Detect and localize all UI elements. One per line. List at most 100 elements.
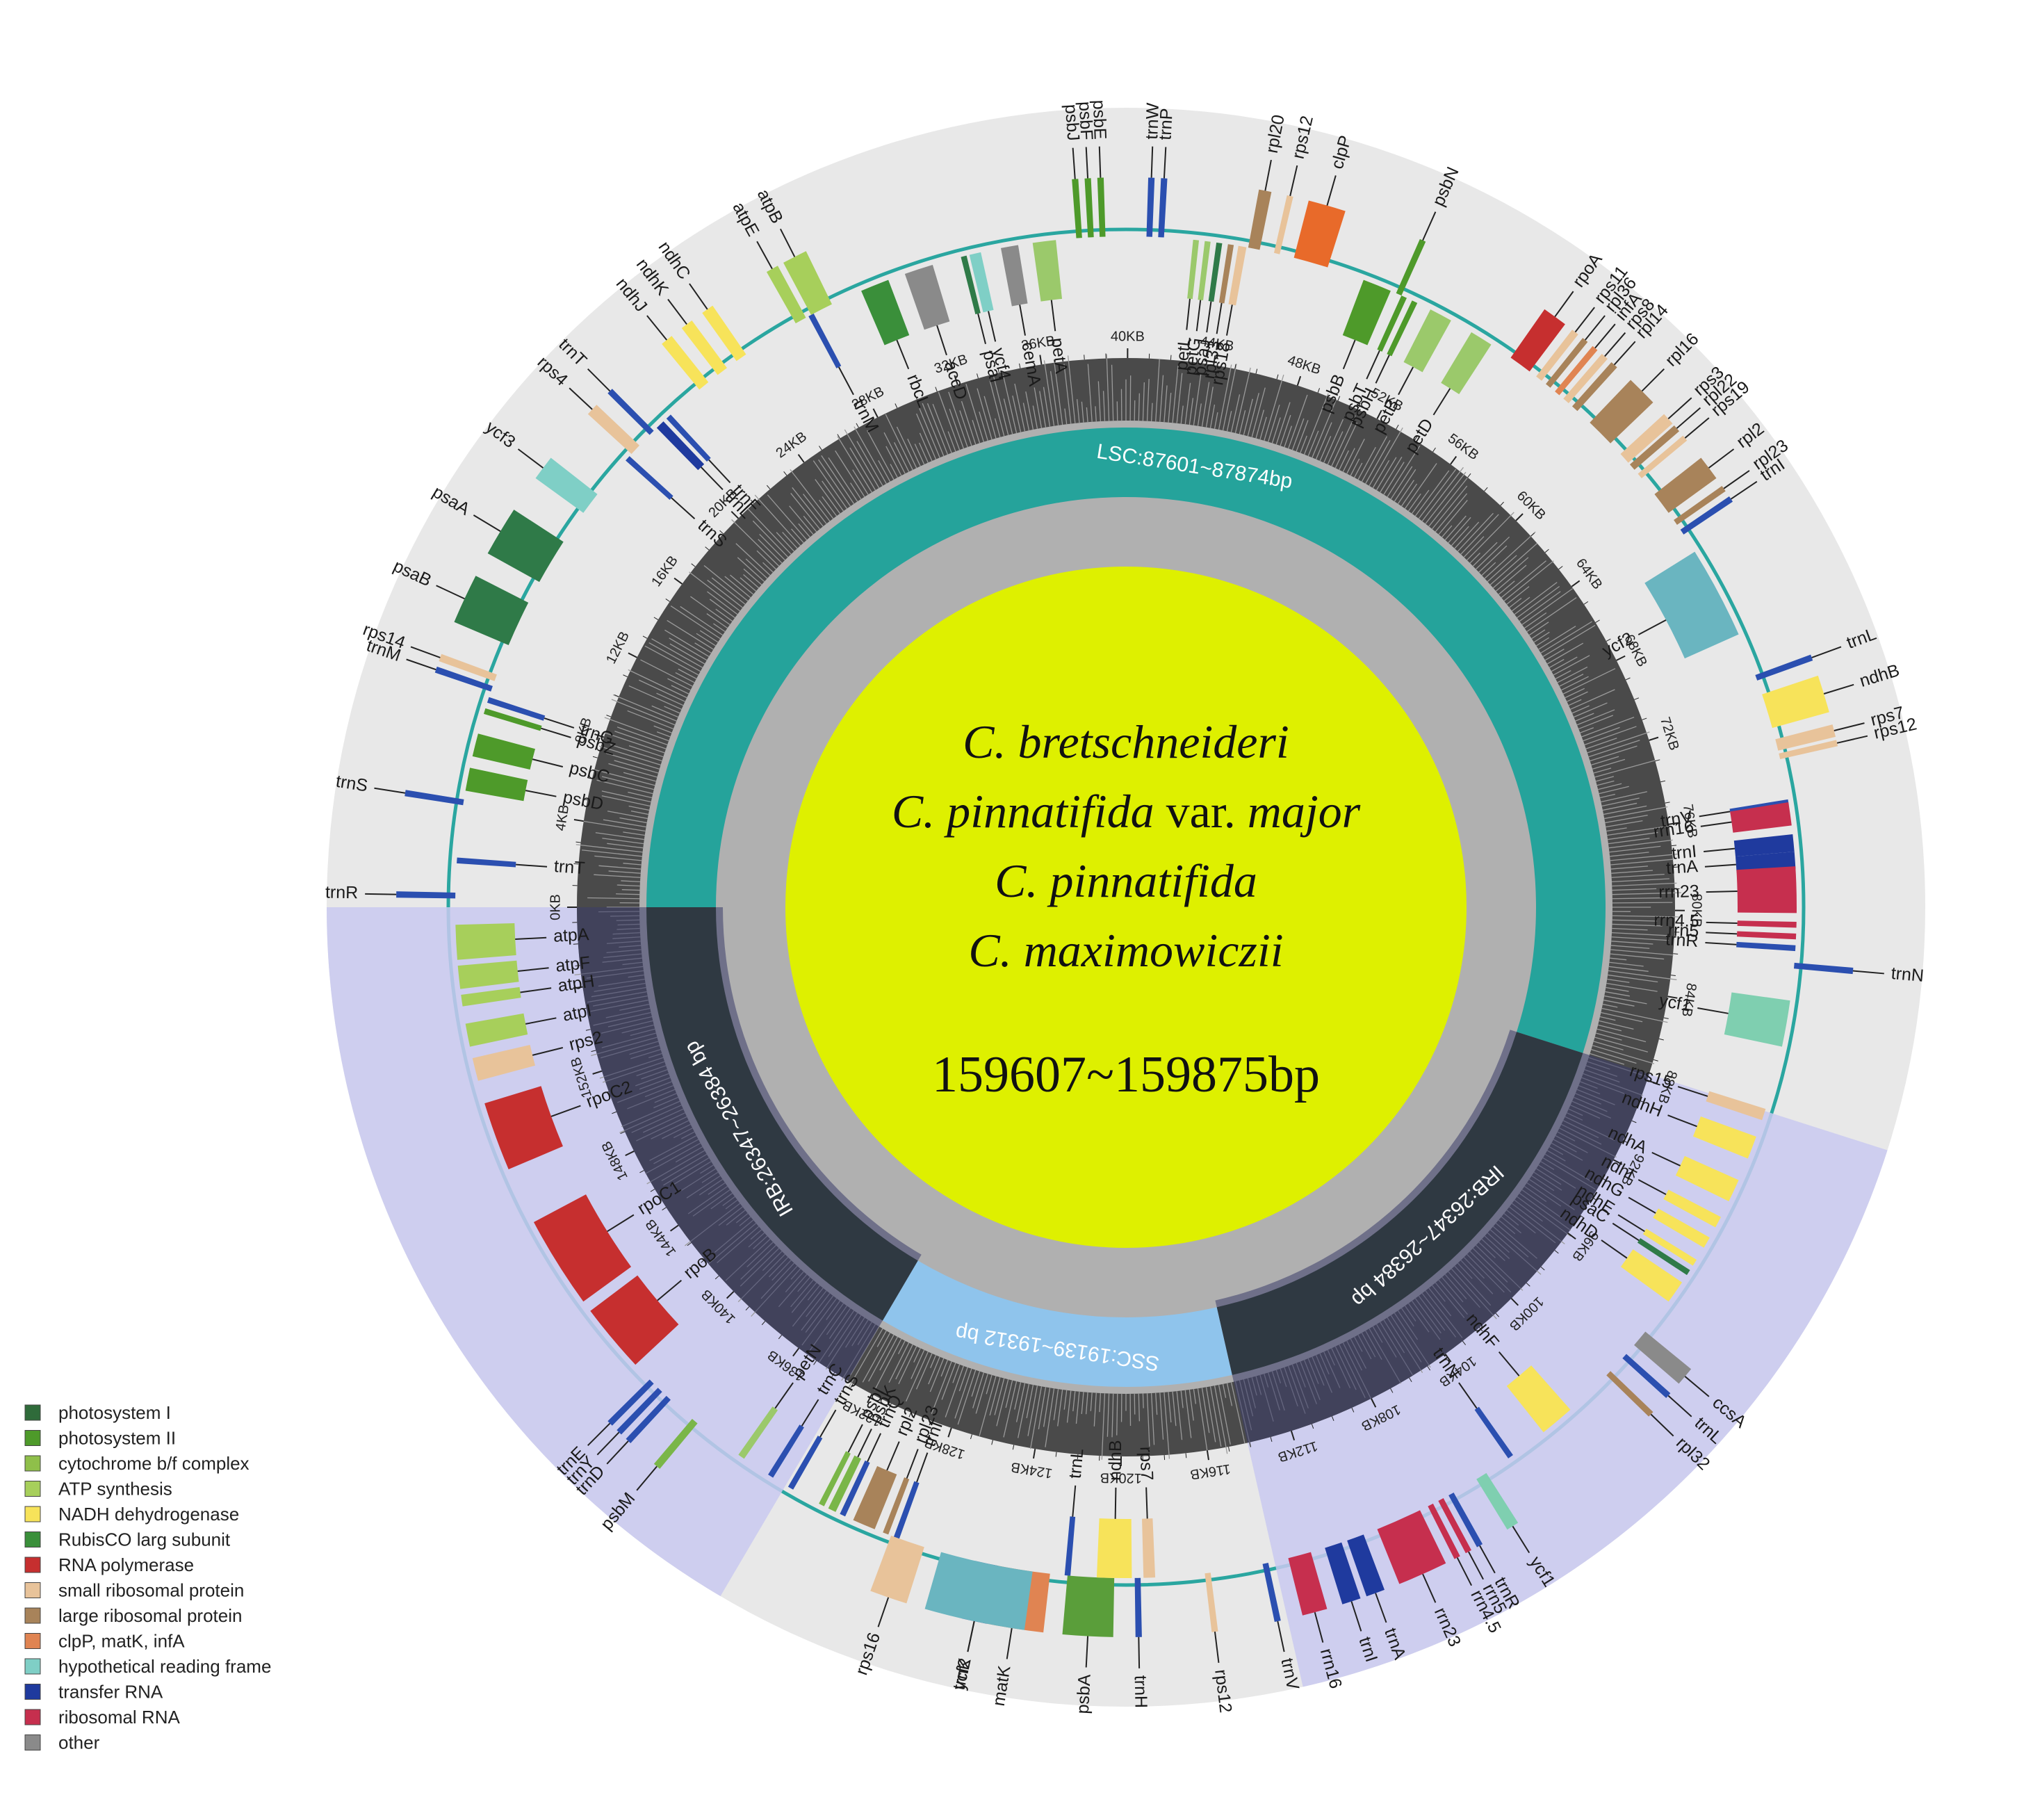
gc-bar <box>954 1368 972 1419</box>
gc-bar <box>627 710 673 730</box>
gene-block-psaB <box>454 576 529 645</box>
gc-bar <box>1501 560 1546 599</box>
gc-bar <box>1611 936 1669 941</box>
gc-bar <box>1460 514 1499 555</box>
gene-leader <box>1667 1395 1692 1417</box>
gene-leader <box>1723 470 1750 489</box>
scale-tick <box>665 599 670 602</box>
gc-bar <box>1503 560 1554 601</box>
gene-block-atpE <box>766 266 806 324</box>
legend-swatch <box>24 1709 41 1725</box>
scale-tick <box>1510 1298 1519 1306</box>
region-ssc <box>882 1260 1232 1388</box>
gc-bar <box>1442 525 1453 538</box>
gc-bar <box>1394 469 1416 502</box>
gc-bar <box>1327 431 1344 465</box>
scale-tick <box>792 1347 800 1357</box>
scale-tick <box>687 1242 692 1246</box>
gc-bar <box>1243 398 1253 435</box>
gene-block-psbB <box>1342 279 1391 346</box>
gene-leader <box>1708 448 1735 469</box>
gc-bar <box>1209 404 1216 428</box>
gc-bar <box>1567 691 1588 702</box>
gc-bar <box>1514 582 1558 615</box>
gene-leader <box>1206 301 1212 333</box>
gc-bar <box>1230 1382 1246 1444</box>
gene-leader <box>1705 941 1737 945</box>
gc-bar <box>1604 995 1647 1005</box>
gc-bar <box>1595 776 1615 782</box>
gene-leader <box>1432 388 1451 416</box>
scale-tick <box>856 423 859 428</box>
gene-block-trnM <box>434 666 493 692</box>
gene-leader <box>1700 821 1732 827</box>
gc-bar <box>1601 1011 1643 1023</box>
gc-bar <box>1372 460 1390 489</box>
legend-label: clpP, matK, infA <box>58 1630 185 1651</box>
gene-leader <box>1730 480 1758 500</box>
gene-leader <box>636 1465 658 1491</box>
gene-label: petA <box>1047 336 1071 375</box>
gc-bar <box>1053 359 1063 425</box>
gc-bar <box>731 519 780 567</box>
gc-bar <box>862 1332 891 1383</box>
gc-bar <box>874 1338 902 1390</box>
gc-bar <box>972 420 981 444</box>
gc-bar <box>1414 470 1450 517</box>
scale-tick <box>997 368 999 373</box>
gc-bar <box>1590 1053 1625 1065</box>
gc-bar <box>1542 624 1596 658</box>
gc-bar <box>1275 402 1291 445</box>
gene-leader <box>779 228 796 257</box>
gc-bar <box>1142 382 1145 421</box>
gc-bar <box>1176 1391 1183 1440</box>
gc-bar <box>1487 555 1517 583</box>
gene-leader <box>1186 298 1191 330</box>
gc-bar <box>776 532 795 552</box>
gc-bar <box>947 431 956 452</box>
gc-bar <box>1138 1393 1141 1422</box>
scale-tick <box>1658 1038 1664 1041</box>
scale-tick <box>1427 1365 1431 1371</box>
gene-block-trnN <box>1793 962 1854 975</box>
gene-block-rps15 <box>1706 1091 1766 1121</box>
gc-bar <box>1095 406 1097 422</box>
gc-bar <box>791 528 804 544</box>
gc-bar <box>1050 371 1059 425</box>
gc-bar <box>689 571 741 612</box>
gc-bar <box>656 692 684 706</box>
scale-tick <box>691 563 696 567</box>
gene-leader <box>1050 300 1056 332</box>
gene-label: psbF <box>1075 101 1097 140</box>
gc-bar <box>1193 1389 1197 1404</box>
legend-swatch <box>24 1557 41 1573</box>
gc-bar <box>1608 970 1677 980</box>
gene-block-rrn5 <box>1736 931 1797 940</box>
gene-leader <box>1138 1636 1141 1668</box>
gc-bar <box>994 418 1001 438</box>
gene-block-rpl32 <box>1606 1371 1653 1417</box>
gc-bar <box>1015 1383 1026 1422</box>
legend-swatch <box>24 1658 41 1675</box>
gc-bar <box>598 865 642 870</box>
gene-block-psbK <box>828 1455 862 1512</box>
gc-bar <box>1390 466 1413 500</box>
scale-tick <box>1170 355 1172 360</box>
gene-leader <box>1651 1151 1681 1167</box>
gc-bar <box>1264 374 1284 441</box>
gene-block-psaJ <box>1208 242 1223 302</box>
gc-bar <box>639 679 685 702</box>
gene-leader <box>1512 1525 1530 1554</box>
legend-label: photosystem I <box>58 1402 171 1423</box>
gc-bar <box>703 564 749 601</box>
gene-block-trnM <box>808 313 842 368</box>
gene-block-rpoC1 <box>533 1194 632 1302</box>
gc-bar <box>667 619 714 650</box>
gene-block-rps8 <box>1563 353 1608 404</box>
gene-leader <box>410 646 441 658</box>
gc-bar <box>709 599 735 619</box>
legend-label: transfer RNA <box>58 1681 163 1702</box>
gene-block-ndhK <box>681 320 727 375</box>
gc-bar <box>913 1348 921 1363</box>
gc-bar <box>850 482 862 500</box>
